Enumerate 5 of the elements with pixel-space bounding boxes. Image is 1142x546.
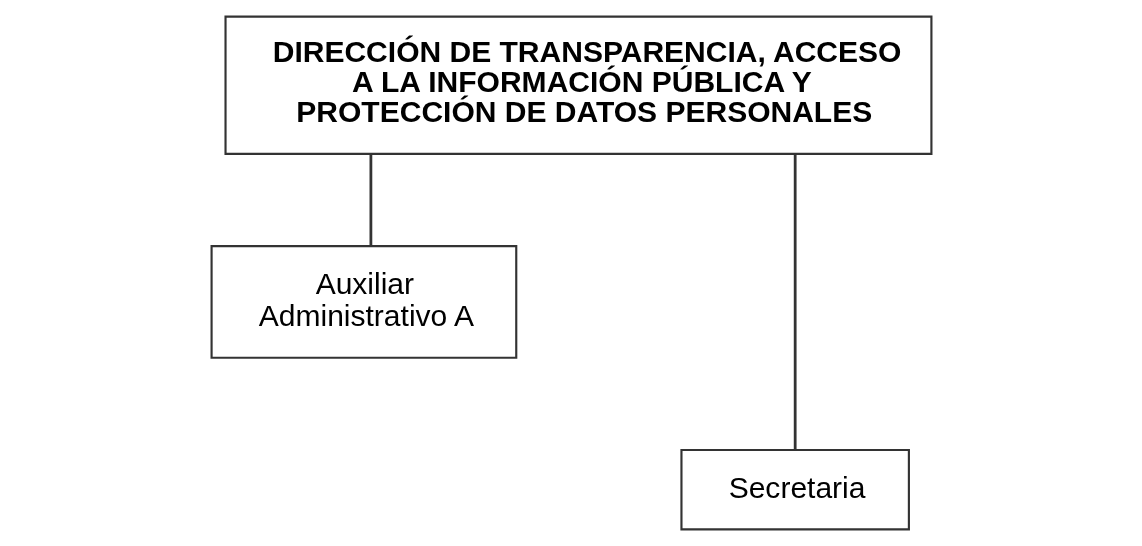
node-box: DIRECCIÓN DE TRANSPARENCIA, ACCESO A LA INFORMACIÓN PÚBLICA Y PROTECCIÓN DE DATOS PERSONALES: [223, 15, 932, 155]
node-box: Auxiliar Administrativo A: [210, 245, 517, 359]
node-box: Secretaria: [679, 448, 910, 531]
connector: [793, 154, 797, 450]
connector: [369, 154, 372, 246]
